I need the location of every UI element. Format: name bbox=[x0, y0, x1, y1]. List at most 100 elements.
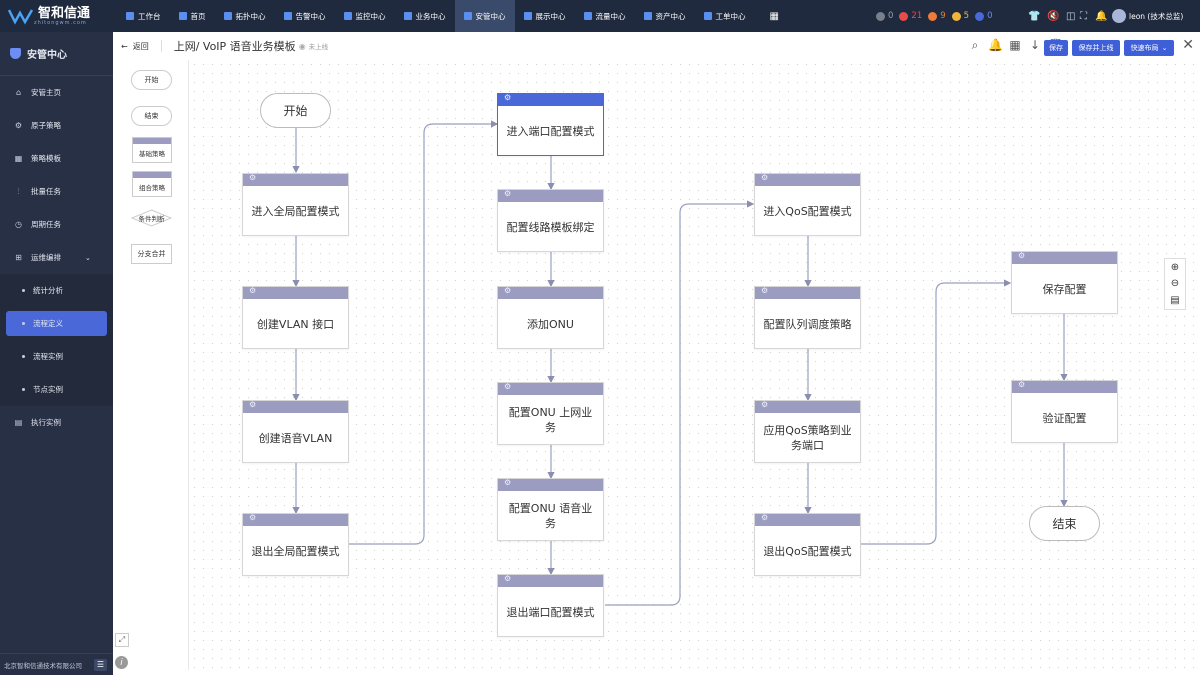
gear-icon bbox=[498, 189, 603, 202]
sidebar-sub-flow-instance[interactable]: 流程实例 bbox=[0, 340, 113, 373]
alarm-icon bbox=[283, 12, 292, 20]
sidebar-sub-node-instance[interactable]: 节点实例 bbox=[0, 373, 113, 406]
palette-basic-strategy[interactable]: 基础策略 bbox=[132, 137, 172, 163]
stat-orange[interactable]: 9 bbox=[928, 11, 946, 21]
template-icon: ▦ bbox=[14, 154, 23, 163]
nav-home[interactable]: 首页 bbox=[170, 0, 215, 32]
sidebar-sub-stats[interactable]: 统计分析 bbox=[0, 274, 113, 307]
flow-node[interactable]: 应用QoS策略到业务端口 bbox=[754, 400, 861, 463]
sidebar-item-periodic[interactable]: ◷周期任务 bbox=[15, 220, 61, 229]
sidebar-item-template[interactable]: ▦策略模板 bbox=[14, 154, 61, 163]
app-grid-button[interactable]: ▦ bbox=[755, 0, 788, 32]
monitor-icon bbox=[343, 12, 352, 20]
stat-gray[interactable]: 0 bbox=[876, 11, 893, 21]
topology-icon bbox=[223, 12, 232, 20]
flow-node[interactable]: 进入QoS配置模式 bbox=[754, 173, 861, 236]
nav-monitor[interactable]: 监控中心 bbox=[335, 0, 395, 32]
brand-logo[interactable]: 智和信通 zhitongwm.com bbox=[0, 0, 113, 32]
download-icon[interactable]: ↓ bbox=[1029, 38, 1041, 52]
zoom-out-icon[interactable]: ⊖ bbox=[1170, 278, 1180, 290]
palette-end[interactable]: 结束 bbox=[131, 106, 172, 126]
nav-topology[interactable]: 拓扑中心 bbox=[215, 0, 275, 32]
close-icon[interactable]: ✕ bbox=[1182, 37, 1194, 53]
save-button[interactable]: 保存 bbox=[1044, 40, 1068, 56]
flow-end-node[interactable]: 结束 bbox=[1029, 506, 1100, 541]
nav-ticket[interactable]: 工单中心 bbox=[695, 0, 755, 32]
sidebar-item-batch[interactable]: ⫶批量任务 bbox=[0, 175, 113, 208]
expand-icon[interactable]: ⤢ bbox=[115, 633, 129, 647]
save-online-button[interactable]: 保存并上线 bbox=[1072, 40, 1120, 56]
flow-node[interactable]: 添加ONU bbox=[497, 286, 604, 349]
chevron-down-icon: ⌄ bbox=[85, 253, 91, 262]
palette-combo-strategy[interactable]: 组合策略 bbox=[132, 171, 172, 197]
layout-icon[interactable]: ◫ bbox=[1066, 10, 1076, 22]
gear-icon bbox=[1012, 251, 1117, 264]
stat-blue[interactable]: 0 bbox=[975, 11, 993, 21]
page-title: 上网/ VoIP 语音业务模板 bbox=[173, 40, 296, 53]
back-button[interactable]: ←返回 bbox=[121, 41, 149, 51]
alarm-dot-gray-icon bbox=[876, 11, 885, 21]
flow-node-selected[interactable]: 进入端口配置模式 bbox=[497, 93, 604, 156]
flow-node[interactable]: 退出全局配置模式 bbox=[242, 513, 349, 576]
gear-icon bbox=[243, 513, 348, 526]
bullet-icon bbox=[22, 322, 25, 325]
fullscreen-icon[interactable]: ⛶ bbox=[1080, 10, 1087, 22]
gear-icon bbox=[498, 574, 603, 587]
gear-icon bbox=[1012, 380, 1117, 393]
mute-icon[interactable]: 🔇 bbox=[1047, 10, 1060, 22]
palette-start[interactable]: 开始 bbox=[131, 70, 172, 90]
gear-icon bbox=[755, 400, 860, 413]
sidebar-item-exec-instance[interactable]: ▤执行实例 bbox=[14, 418, 61, 427]
sidebar-item-atomic[interactable]: ⚙原子策略 bbox=[14, 121, 61, 130]
search-icon[interactable]: ⌕ bbox=[971, 38, 979, 52]
asset-icon bbox=[643, 12, 652, 20]
menu-toggle-button[interactable]: ☰ bbox=[94, 658, 107, 671]
sidebar-sub-flow-definition[interactable]: 流程定义 bbox=[6, 311, 107, 336]
home-icon: ⌂ bbox=[15, 88, 22, 97]
flow-node[interactable]: 退出端口配置模式 bbox=[497, 574, 604, 637]
user-menu[interactable]: leon (技术总监) bbox=[1112, 0, 1183, 32]
gear-icon bbox=[498, 382, 603, 395]
flow-node[interactable]: 退出QoS配置模式 bbox=[754, 513, 861, 576]
gear-icon: ⚙ bbox=[14, 121, 23, 130]
display-icon bbox=[523, 12, 532, 20]
bell-icon[interactable]: 🔔 bbox=[988, 38, 1003, 52]
traffic-icon bbox=[583, 12, 592, 20]
palette-merge[interactable]: 分支合并 bbox=[131, 244, 172, 264]
nav-alarm[interactable]: 告警中心 bbox=[275, 0, 335, 32]
info-icon[interactable]: i bbox=[115, 656, 128, 669]
ticket-icon bbox=[703, 12, 712, 20]
flow-node[interactable]: 进入全局配置模式 bbox=[242, 173, 349, 236]
stat-yellow[interactable]: 5 bbox=[951, 11, 969, 21]
nav-security[interactable]: 安管中心 bbox=[454, 0, 515, 32]
flow-node[interactable]: 保存配置 bbox=[1011, 251, 1118, 314]
flow-node[interactable]: 验证配置 bbox=[1011, 380, 1118, 443]
clock-icon: ◷ bbox=[15, 220, 22, 229]
sidebar-item-orchestration[interactable]: ⊞运维编排⌄ bbox=[15, 253, 91, 262]
fit-page-icon[interactable]: ▤ bbox=[1170, 295, 1180, 307]
flow-canvas[interactable] bbox=[190, 60, 1200, 670]
flow-node[interactable]: 创建语音VLAN bbox=[242, 400, 349, 463]
sidebar-subgroup: 统计分析 流程定义 流程实例 节点实例 bbox=[0, 274, 113, 406]
flow-start-node[interactable]: 开始 bbox=[260, 93, 331, 128]
nav-traffic[interactable]: 流量中心 bbox=[575, 0, 635, 32]
nav-asset[interactable]: 资产中心 bbox=[635, 0, 695, 32]
palette-condition[interactable]: 条件判断 bbox=[131, 209, 172, 227]
stat-red[interactable]: 21 bbox=[899, 11, 922, 21]
shirt-icon[interactable]: 👕 bbox=[1028, 10, 1041, 22]
quick-layout-button[interactable]: 快速布局⌄ bbox=[1124, 40, 1174, 56]
bell-icon[interactable]: 🔔 bbox=[1095, 10, 1108, 22]
flow-node[interactable]: 配置ONU 上网业务 bbox=[497, 382, 604, 445]
alarm-dot-yellow-icon bbox=[951, 11, 961, 21]
zoom-in-icon[interactable]: ⊕ bbox=[1170, 261, 1180, 273]
flow-node[interactable]: 配置ONU 语音业务 bbox=[497, 478, 604, 541]
flow-node[interactable]: 创建VLAN 接口 bbox=[242, 286, 349, 349]
flow-node[interactable]: 配置队列调度策略 bbox=[754, 286, 861, 349]
flow-node[interactable]: 配置线路模板绑定 bbox=[497, 189, 604, 252]
zoom-controls: ⊕ ⊖ ▤ bbox=[1164, 258, 1186, 310]
nav-display[interactable]: 展示中心 bbox=[515, 0, 575, 32]
sidebar-item-home[interactable]: ⌂安管主页 bbox=[15, 88, 61, 97]
nav-workbench[interactable]: 工作台 bbox=[117, 0, 170, 32]
nav-business[interactable]: 业务中心 bbox=[395, 0, 455, 32]
calendar-icon[interactable]: ▦ bbox=[1009, 38, 1021, 52]
